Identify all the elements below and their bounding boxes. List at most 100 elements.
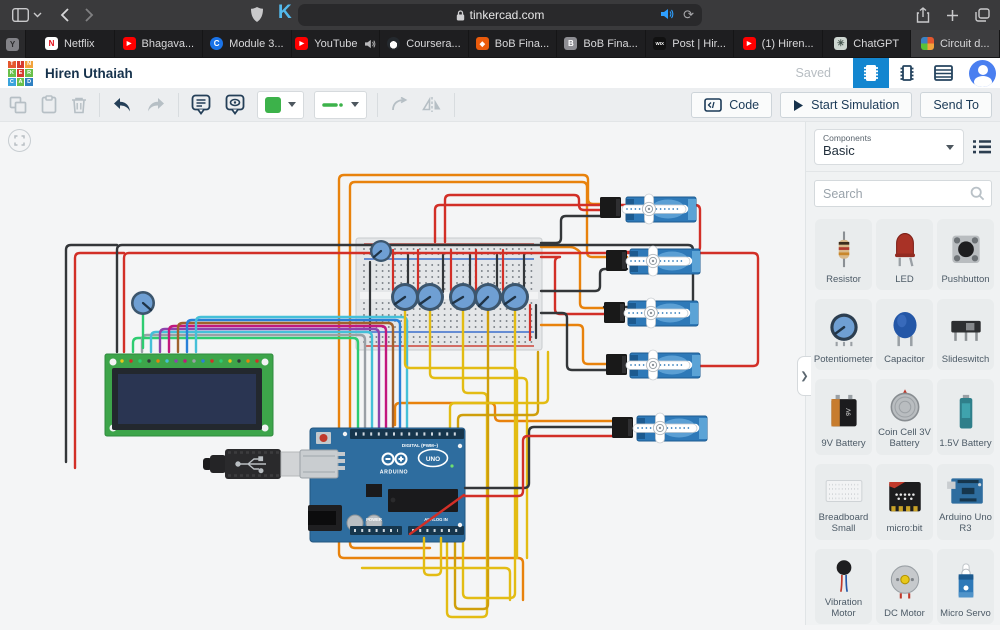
tab-label: Post | Hir...	[672, 37, 726, 50]
panel-collapse-handle[interactable]: ❯	[797, 356, 811, 396]
lcd-pin-header	[120, 359, 259, 363]
component-card[interactable]: micro:bit	[876, 463, 933, 540]
micro-servo-5	[612, 412, 708, 444]
arduino-analog-label: ANALOG IN	[424, 517, 448, 522]
component-icon	[884, 470, 926, 523]
browser-tab[interactable]: C Module 3...	[203, 30, 292, 57]
design-title[interactable]: Hiren Uthaiah	[45, 65, 133, 81]
component-name: LED	[895, 273, 914, 285]
tab-label: BoB Fina...	[583, 37, 638, 50]
component-card[interactable]: Capacitor	[876, 299, 933, 370]
component-icon	[945, 385, 987, 438]
component-card[interactable]: Slideswitch	[937, 299, 994, 370]
component-card[interactable]: 1.5V Battery	[937, 379, 994, 455]
sidebar-toggle-icon[interactable]	[12, 8, 29, 22]
component-icon	[823, 305, 865, 354]
component-name: Slideswitch	[941, 353, 990, 365]
browser-tab[interactable]: ▶ YouTube	[291, 30, 381, 57]
kagi-logo[interactable]: K	[278, 2, 292, 23]
delete-icon[interactable]	[71, 96, 87, 114]
forward-button[interactable]	[85, 8, 94, 22]
privacy-shield-icon[interactable]	[250, 6, 264, 23]
start-simulation-button[interactable]: Start Simulation	[780, 92, 913, 118]
back-button[interactable]	[60, 8, 69, 22]
redo-icon[interactable]	[146, 97, 166, 113]
browser-tab[interactable]: WIX Post | Hir...	[645, 30, 735, 57]
schematic-view-button[interactable]	[889, 58, 925, 88]
caret-down-icon	[946, 145, 954, 150]
micro-servo-3	[604, 297, 699, 329]
component-card[interactable]: Vibration Motor	[815, 548, 872, 625]
component-name: micro:bit	[886, 523, 923, 535]
reload-icon[interactable]: ⟳	[683, 7, 694, 22]
mirror-icon[interactable]	[422, 96, 442, 113]
url-text: tinkercad.com	[469, 8, 545, 22]
component-icon	[823, 555, 865, 597]
undo-icon[interactable]	[112, 97, 132, 113]
chevron-down-icon[interactable]	[33, 12, 42, 18]
breadboard-view-button[interactable]	[853, 58, 889, 88]
tab-label: Netflix	[63, 37, 95, 50]
lock-icon	[456, 9, 464, 20]
wire-style-dropdown[interactable]	[314, 90, 367, 119]
arduino-uno: DIGITAL (PWM~) ARDUINO UNO POWER ANALOG …	[299, 427, 466, 543]
notes-icon[interactable]	[191, 94, 211, 115]
browser-tab[interactable]: N Netflix	[26, 30, 115, 57]
tab-favicon: B	[564, 37, 578, 50]
component-card[interactable]: LED	[876, 219, 933, 290]
code-button[interactable]: Code	[691, 92, 773, 118]
component-icon	[823, 385, 865, 438]
tab-favicon: ◆	[475, 37, 489, 50]
component-card[interactable]: Pushbutton	[937, 219, 994, 290]
component-card[interactable]: Coin Cell 3V Battery	[876, 379, 933, 455]
browser-tab[interactable]: ▶ (1) Hiren...	[734, 30, 823, 57]
circuit-canvas[interactable]: DIGITAL (PWM~) ARDUINO UNO POWER ANALOG …	[0, 122, 805, 625]
component-icon	[884, 385, 926, 427]
color-dropdown[interactable]	[257, 90, 304, 119]
send-to-button[interactable]: Send To	[920, 92, 992, 118]
component-name: Breadboard Small	[818, 511, 869, 535]
browser-tab[interactable]: Coursera...	[380, 30, 469, 57]
component-name: Potentiometer	[813, 353, 874, 365]
component-card[interactable]: 9V Battery	[815, 379, 872, 455]
tab-label: BoB Fina...	[494, 37, 550, 50]
copy-icon[interactable]	[9, 96, 27, 114]
component-card[interactable]: Resistor	[815, 219, 872, 290]
component-card[interactable]: Potentiometer	[813, 299, 874, 370]
annotation-visibility-icon[interactable]	[225, 94, 245, 115]
tab-bar: Y N Netflix ▶ Bhagava... C Module 3... ▶…	[0, 30, 1000, 58]
paste-icon[interactable]	[41, 95, 57, 114]
arduino-brand-label: ARDUINO	[380, 470, 408, 476]
components-dropdown[interactable]: Components Basic	[814, 129, 964, 165]
rotate-icon[interactable]	[390, 96, 408, 113]
breadboard-jumpers	[368, 248, 538, 342]
search-input[interactable]	[814, 180, 992, 207]
arduino-wires	[408, 425, 614, 577]
tab-audio-icon[interactable]	[660, 8, 674, 20]
component-card[interactable]: Arduino Uno R3	[937, 463, 994, 540]
component-card[interactable]: Breadboard Small	[815, 463, 872, 540]
tab-label: ChatGPT	[853, 37, 900, 50]
pinned-tab[interactable]: Y	[0, 30, 26, 58]
url-bar[interactable]: tinkercad.com ⟳	[298, 4, 702, 26]
browser-tab[interactable]: ▶ Bhagava...	[114, 30, 204, 57]
tab-label: YouTube	[314, 37, 358, 50]
tab-overview-icon[interactable]	[975, 8, 990, 22]
component-card[interactable]: Micro Servo	[937, 548, 994, 625]
list-view-button[interactable]	[925, 58, 961, 88]
zoom-to-fit-button[interactable]	[8, 129, 31, 152]
browser-tab[interactable]: ✳ ChatGPT	[822, 30, 912, 57]
new-tab-icon[interactable]	[946, 9, 959, 22]
user-avatar[interactable]	[969, 59, 996, 87]
component-card[interactable]: DC Motor	[876, 548, 933, 625]
component-list-icon[interactable]	[972, 139, 992, 155]
browser-tab[interactable]: ◆ BoB Fina...	[468, 30, 558, 57]
tab-audio-icon[interactable]	[364, 39, 376, 49]
component-icon	[945, 305, 987, 354]
share-icon[interactable]	[916, 7, 930, 23]
tab-favicon: ▶	[742, 37, 756, 50]
browser-tab[interactable]: Circuit d...	[911, 30, 1000, 57]
browser-tab[interactable]: B BoB Fina...	[557, 30, 646, 57]
